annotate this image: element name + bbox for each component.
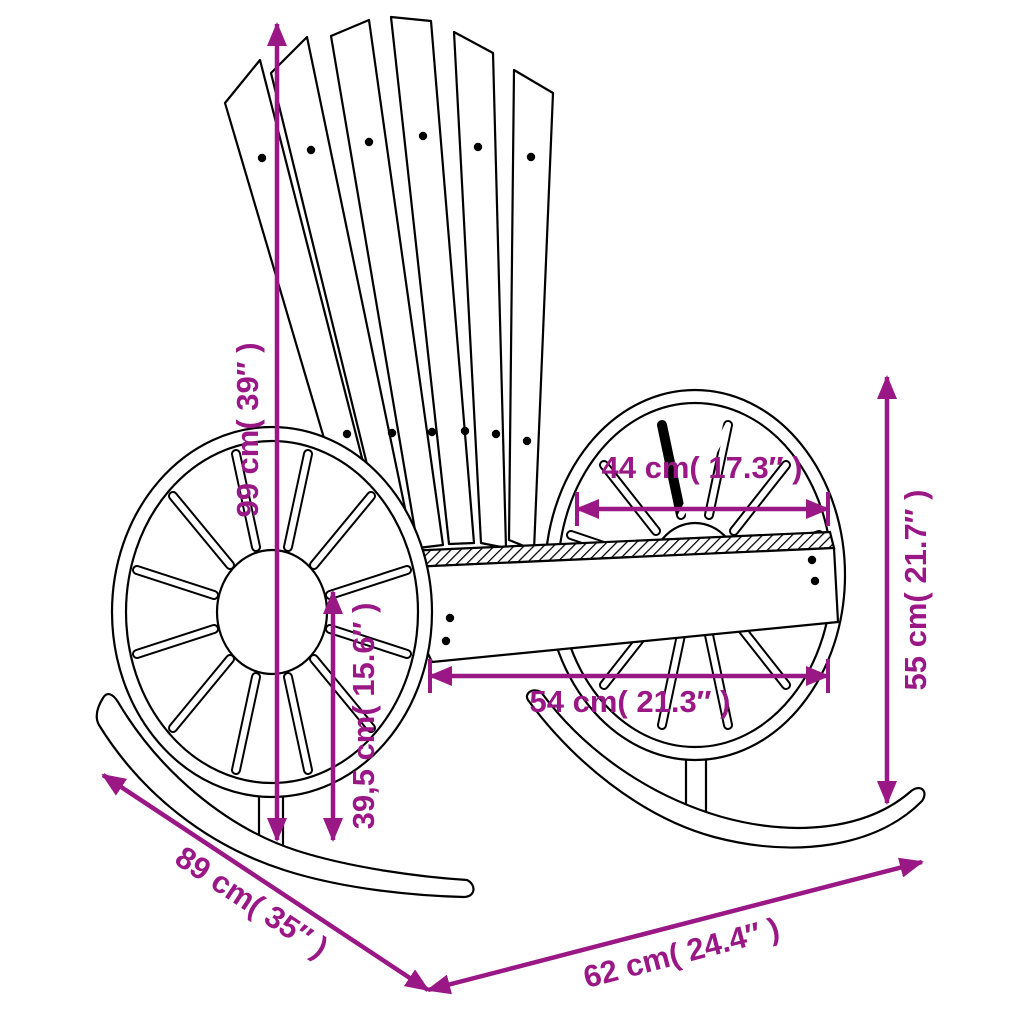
left-wheel-armrest [110,425,434,799]
dimension-seat-depth: 54 cm( 21.3″ ) [427,659,831,719]
dimension-line [426,857,924,995]
dimension-label-seat-depth: 54 cm( 21.3″ ) [530,684,731,719]
dimension-line [101,773,430,992]
dimension-overall-width: 62 cm( 24.4″ ) [426,857,924,995]
dimension-label-inner-seat-width: 44 cm( 17.3″ ) [602,450,803,485]
left-wheel-hub [215,548,329,676]
seat-screws [441,555,820,646]
right-rocker [525,689,926,849]
dimension-armrest-height: 55 cm( 21.7″ ) [876,374,933,806]
slat-screws [257,131,536,446]
back-slat [507,68,555,552]
dimension-back-height: 99 cm( 39″ ) [230,21,288,843]
dimension-label-back-height: 99 cm( 39″ ) [230,342,265,517]
dimension-label-armrest-height: 55 cm( 21.7″ ) [898,490,933,691]
back-slat [389,15,476,546]
back-slat [329,18,445,550]
dimension-label-seat-height: 39,5 cm( 15.6″ ) [346,603,381,830]
dimension-inner-seat-width: 44 cm( 17.3″ ) [574,450,831,526]
back-slats [223,15,555,552]
